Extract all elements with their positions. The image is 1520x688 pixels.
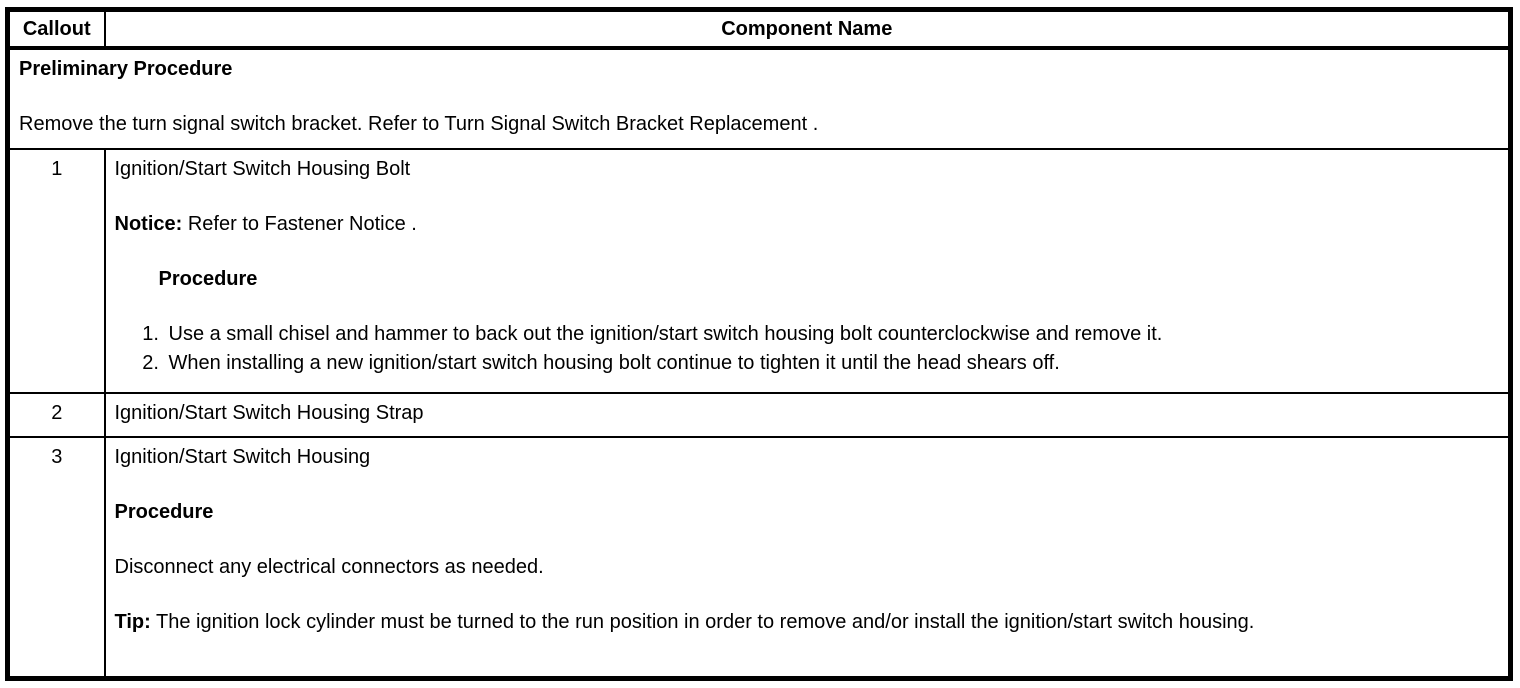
callout-number-2: 2: [6, 392, 106, 438]
tip-label: Tip:: [114, 611, 151, 633]
callout-number-3: 3: [6, 436, 106, 680]
component-name-2: Ignition/Start Switch Housing Strap: [114, 402, 424, 424]
header-row: Callout Component Name: [6, 8, 1512, 50]
procedure-step-list: Use a small chisel and hammer to back ou…: [115, 320, 1500, 378]
table-row-3: 3 Ignition/Start Switch Housing Procedur…: [6, 436, 1512, 680]
notice-label: Notice:: [114, 213, 183, 235]
preliminary-procedure-cell: Preliminary Procedure Remove the turn si…: [6, 47, 1512, 150]
tip-text: The ignition lock cylinder must be turne…: [150, 611, 1255, 633]
component-cell-2: Ignition/Start Switch Housing Strap: [103, 392, 1512, 438]
component-cell-1: Ignition/Start Switch Housing Bolt Notic…: [103, 148, 1512, 394]
component-cell-3: Ignition/Start Switch Housing Procedure …: [103, 436, 1512, 680]
procedure-step: When installing a new ignition/start swi…: [165, 349, 1500, 378]
component-name-3: Ignition/Start Switch Housing: [114, 446, 371, 468]
callout-column-header: Callout: [6, 8, 106, 50]
notice-line: Notice: Refer to Fastener Notice .: [115, 210, 1500, 239]
procedure-step: Use a small chisel and hammer to back ou…: [165, 320, 1500, 349]
callout-number-1: 1: [6, 148, 106, 394]
procedure-heading-1: Procedure: [158, 268, 258, 290]
notice-text: Refer to Fastener Notice .: [182, 213, 417, 235]
procedure-heading-3: Procedure: [114, 501, 214, 523]
tip-line: Tip: The ignition lock cylinder must be …: [115, 608, 1500, 637]
table-row-1: 1 Ignition/Start Switch Housing Bolt Not…: [6, 148, 1512, 394]
component-callout-table: Callout Component Name Preliminary Proce…: [5, 7, 1513, 681]
procedure-text-3: Disconnect any electrical connectors as …: [114, 556, 544, 578]
preliminary-procedure-text: Remove the turn signal switch bracket. R…: [19, 113, 819, 135]
table-row-2: 2 Ignition/Start Switch Housing Strap: [6, 392, 1512, 438]
component-name-column-header: Component Name: [103, 8, 1512, 50]
component-name-1: Ignition/Start Switch Housing Bolt: [114, 158, 411, 180]
preliminary-procedure-row: Preliminary Procedure Remove the turn si…: [6, 47, 1512, 150]
preliminary-procedure-title: Preliminary Procedure: [19, 58, 233, 80]
